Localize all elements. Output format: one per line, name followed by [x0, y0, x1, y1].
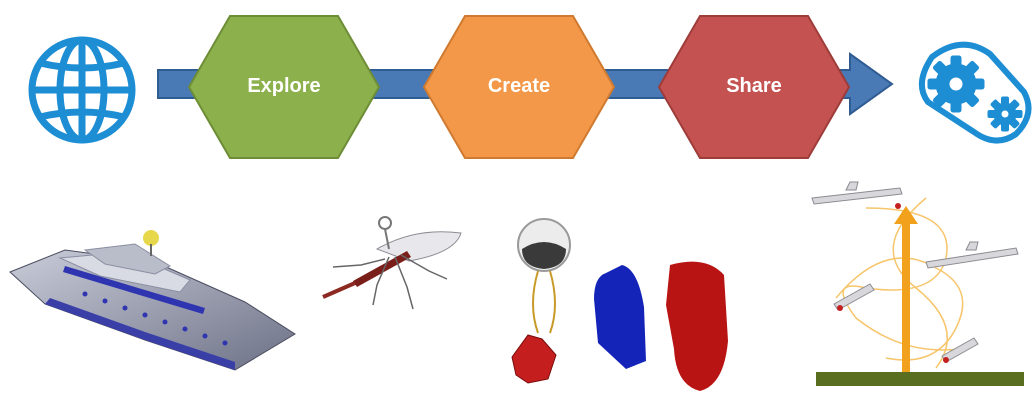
- step-label-share: Share: [726, 75, 782, 97]
- hexagon-create: [422, 15, 616, 159]
- step-create: Create: [421, 13, 617, 161]
- flapping-robot-insect: [322, 216, 462, 310]
- astronaut-suit-and-torsos: [511, 218, 728, 391]
- step-label-create: Create: [487, 75, 551, 97]
- step-share: Share: [656, 13, 852, 161]
- drone-trajectories: [811, 181, 1024, 386]
- hexagon-explore: [187, 15, 381, 159]
- gears-belt-icon: [919, 41, 1032, 144]
- globe-icon: [28, 36, 136, 144]
- step-label-explore: Explore: [247, 75, 321, 97]
- yacht-model: [9, 230, 296, 371]
- hexagon-share: [657, 15, 851, 159]
- step-explore: Explore: [186, 13, 382, 161]
